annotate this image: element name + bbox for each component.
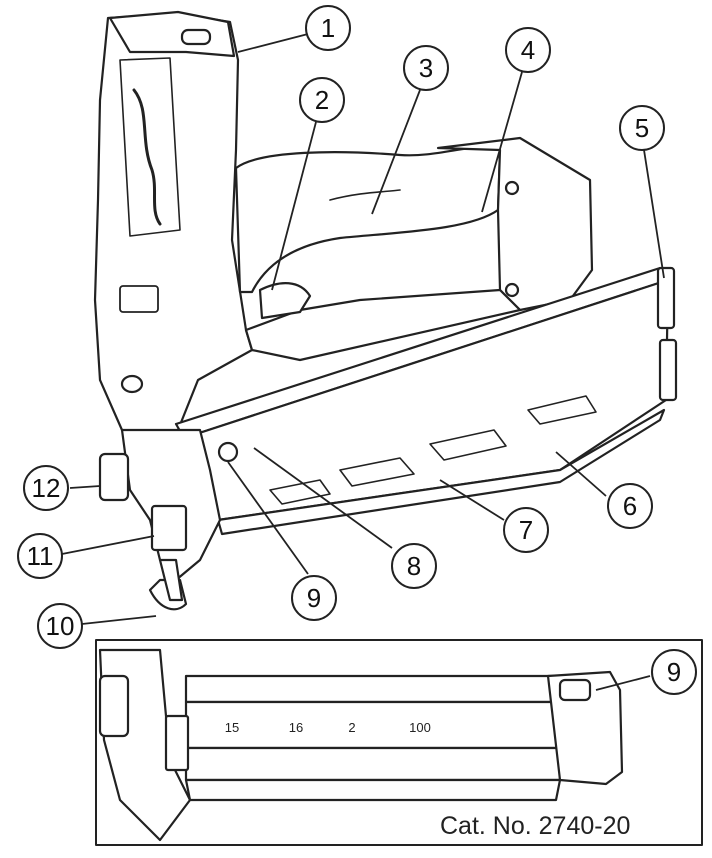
magazine-mark: 16: [289, 720, 303, 735]
mid-housing: [244, 288, 522, 362]
callout-12: 12: [32, 473, 61, 503]
inset-rail-mid: [184, 700, 562, 750]
leader-12: [69, 485, 101, 489]
magazine-mark: 100: [409, 720, 431, 735]
inset-rail-bottom: [184, 746, 562, 782]
leader-1: [237, 33, 309, 53]
top-cap: [108, 10, 236, 58]
inset-feet: [184, 778, 562, 802]
callout-9: 9: [307, 583, 321, 613]
callout-circle-12: [23, 465, 69, 511]
handle: [234, 145, 502, 294]
magazine-latch-lower: [658, 338, 678, 402]
catalog-number: Cat. No. 2740-20: [440, 812, 631, 840]
inset-frame: [95, 639, 703, 846]
depth-adjust-wheel: [98, 452, 130, 502]
rear-screw-1: [504, 180, 520, 196]
leader-9: [227, 461, 309, 575]
callout-circle-1: [305, 5, 351, 51]
callout-circle-6: [607, 483, 653, 529]
callout-circle-2: [299, 77, 345, 123]
rear-screw-2: [504, 282, 520, 298]
callout-inset-9: 9: [667, 657, 681, 687]
leader-inset-9: [595, 675, 651, 691]
callout-10: 10: [46, 611, 75, 641]
leader-7: [439, 479, 505, 521]
brand-badge: [119, 285, 159, 313]
logo-panel: [119, 57, 181, 237]
inset-rail-top: [184, 674, 562, 704]
leader-3: [371, 89, 421, 215]
callout-11: 11: [27, 541, 54, 571]
drive-nose: [158, 558, 184, 602]
magazine-mark: 2: [348, 720, 355, 735]
callout-2: 2: [315, 85, 329, 115]
leader-4: [481, 71, 523, 213]
callout-circle-9: [291, 575, 337, 621]
magazine-latch: [656, 266, 676, 330]
trigger: [258, 282, 312, 320]
callout-circle-7: [503, 507, 549, 553]
callout-6: 6: [623, 491, 637, 521]
callout-circle-3: [403, 45, 449, 91]
callout-3: 3: [419, 53, 433, 83]
callout-circle-inset-9: [651, 649, 697, 695]
vent: [120, 374, 144, 394]
callout-circle-11: [17, 533, 63, 579]
leader-10: [81, 615, 157, 625]
leader-5: [643, 149, 665, 279]
callout-5: 5: [635, 113, 649, 143]
magazine-lower-rail: [216, 408, 666, 536]
led-window: [180, 28, 212, 46]
callout-8: 8: [407, 551, 421, 581]
magazine-slot: [339, 457, 415, 487]
callout-circle-10: [37, 603, 83, 649]
jam-release-lever: [150, 504, 188, 552]
inset-release-button: [558, 678, 592, 702]
callout-circle-8: [391, 543, 437, 589]
callout-circle-5: [619, 105, 665, 151]
leader-8: [253, 447, 393, 549]
leader-6: [555, 451, 607, 497]
inset-depth-wheel: [98, 674, 130, 738]
leader-2: [271, 121, 317, 291]
magazine-slot: [527, 395, 597, 425]
callout-7: 7: [519, 515, 533, 545]
magazine-release-button: [217, 441, 239, 463]
callout-1: 1: [321, 13, 335, 43]
callout-circle-4: [505, 27, 551, 73]
callout-4: 4: [521, 35, 535, 65]
leader-11: [61, 535, 155, 555]
inset-jam-lever: [164, 714, 190, 772]
magazine-slot: [429, 429, 507, 461]
magazine-mark: 15: [225, 720, 239, 735]
handle-grip: [329, 189, 401, 201]
logo-script: [132, 88, 162, 226]
